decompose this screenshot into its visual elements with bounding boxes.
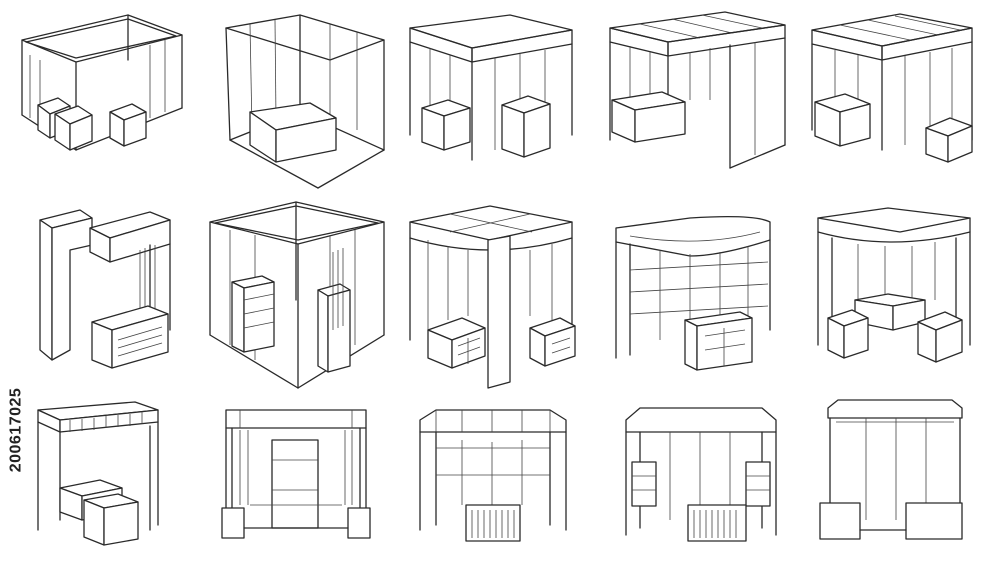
- stock-image-id: 200617025: [2, 320, 30, 540]
- stock-image-id-text: 200617025: [7, 387, 24, 473]
- booth-sketch-5: [811, 13, 973, 163]
- booth-sketch-1: [21, 14, 183, 151]
- booth-sketch-9: [615, 216, 771, 371]
- booth-sketch-15: [819, 399, 963, 540]
- booth-sketch-12: [221, 409, 371, 539]
- booth-sketch-3: [409, 14, 573, 161]
- booth-sketch-6: [39, 209, 171, 369]
- booth-sketch-2: [225, 14, 385, 189]
- booth-sketch-14: [625, 407, 777, 542]
- booth-sketch-11: [37, 401, 159, 546]
- booth-sketch-4: [609, 11, 786, 169]
- booth-sketch-8: [409, 205, 576, 389]
- booth-sketch-13: [419, 409, 567, 542]
- booth-sketch-10: [817, 207, 971, 363]
- booth-sketch-7: [209, 201, 385, 389]
